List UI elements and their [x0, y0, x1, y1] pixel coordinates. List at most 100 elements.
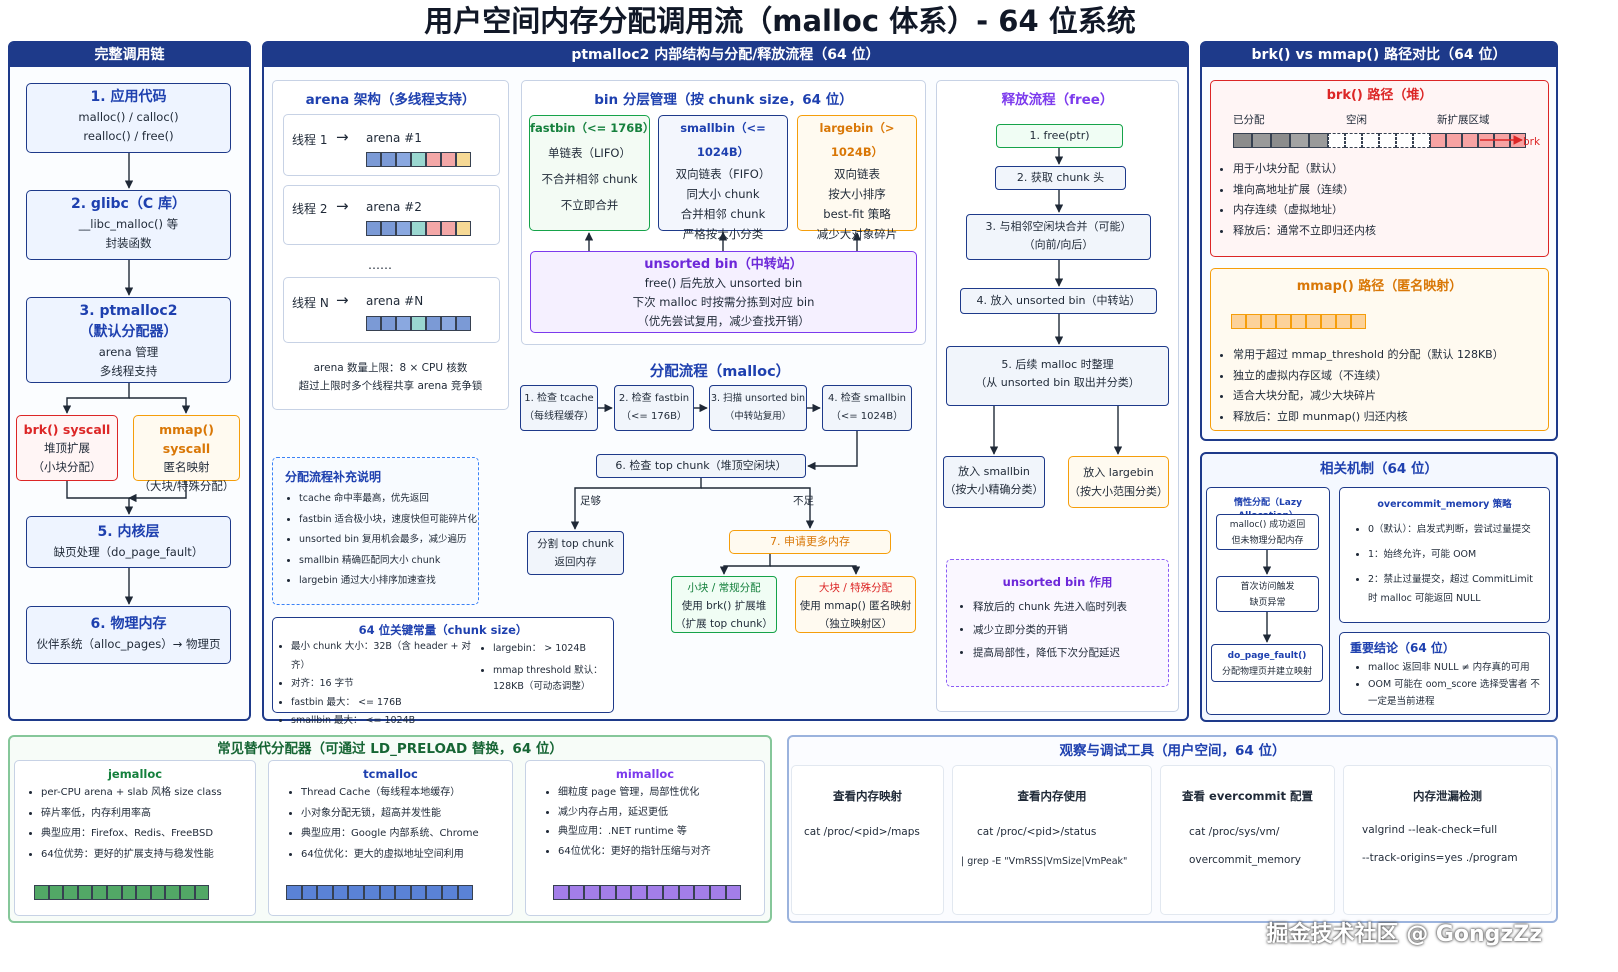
tool-status-title: 查看内存使用 [1017, 789, 1087, 803]
physical-memory-box: 6. 物理内存 伙伴系统（alloc_pages）→ 物理页 [26, 606, 231, 664]
list-item: smallbin 最大： <= 1024B [291, 712, 477, 731]
overcommit-box: overcommit_memory 策略 0（默认）：启发式判断，尝试过量提交 … [1339, 487, 1550, 623]
tool-maps: 查看内存映射 cat /proc/<pid>/maps [791, 765, 944, 915]
alloc-step-1: 1. 检查 tcache（每线程缓存） [520, 385, 598, 431]
free-step-5: 5. 后续 malloc 时整理（从 unsorted bin 取出并分类） [946, 346, 1169, 406]
list-item: 内存连续（虚拟地址） [1233, 200, 1539, 221]
arena-row-2: 线程 2 → arena #2 [283, 185, 500, 245]
thread-2-label: 线程 2 [292, 202, 328, 216]
unsorted-role-list: 释放后的 chunk 先进入临时列表 减少立即分类的开销 提高局部性，降低下次分… [959, 596, 1168, 665]
alloc-step-3-sub: （中转站复用） [724, 411, 792, 422]
free-step-3: 3. 与相邻空闲块合并（可能）（向前/向后） [966, 214, 1151, 260]
unsorted-role-box: unsorted bin 作用 释放后的 chunk 先进入临时列表 减少立即分… [946, 559, 1169, 687]
list-item: 典型应用：Google 内部系统、Chrome [301, 824, 512, 845]
mmap-region-bar [1231, 314, 1366, 329]
list-item: Thread Cache（每线程本地缓存） [301, 783, 512, 804]
list-item: 适合大块分配，减少大块碎片 [1233, 386, 1544, 407]
list-item: 用于小块分配（默认） [1233, 159, 1539, 180]
ptmalloc-title2: （默认分配器） [79, 324, 178, 340]
alloc-step-7: 7. 申请更多内存 [729, 530, 891, 554]
list-item: smallbin 精确匹配同大小 chunk [299, 551, 478, 572]
alt-allocators-header: 常见替代分配器（可通过 LD_PRELOAD 替换，64 位） [217, 741, 563, 757]
kernel-line1: 缺页处理（do_page_fault） [53, 545, 204, 559]
list-item: fastbin 适合极小块，速度快但可能碎片化 [299, 510, 478, 531]
overcommit-list: 0（默认）：启发式判断，尝试过量提交 1：始终允许，可能 OOM 2：禁止过量提… [1354, 520, 1543, 608]
big-alloc-line1: 使用 mmap() 匿名映射 [799, 600, 912, 612]
list-item: mmap threshold 默认： [493, 662, 609, 680]
app-code-line1: malloc() / calloc() [78, 110, 179, 124]
mmap-syscall-title: mmap() syscall [159, 422, 214, 456]
mechanisms-header: 相关机制（64 位） [1320, 461, 1438, 477]
largebin-line3: best-fit 策略 [823, 207, 891, 221]
largebin-box: largebin（> 1024B） 双向链表 按大小排序 best-fit 策略… [797, 115, 917, 241]
overcommit-title: overcommit_memory 策略 [1377, 499, 1512, 510]
list-item: 64位优化：更好的指针压缩与对齐 [558, 842, 764, 862]
conclusion-box: 重要结论（64 位） malloc 返回非 NULL ≠ 内存真的可用 OOM … [1339, 632, 1550, 715]
list-item: 堆向高地址扩展（连续） [1233, 180, 1539, 201]
list-item: 释放后：通常不立即归还内核 [1233, 221, 1539, 242]
kernel-box: 5. 内核层 缺页处理（do_page_fault） [26, 516, 231, 568]
arena-2-label: arena #2 [366, 200, 422, 214]
list-item: 典型应用：Firefox、Redis、FreeBSD [41, 824, 255, 845]
small-alloc-box: 小块 / 常规分配 使用 brk() 扩展堆 （扩展 top chunk） [671, 576, 777, 633]
tool-maps-title: 查看内存映射 [833, 789, 902, 803]
big-alloc-line2: （独立映射区） [818, 618, 893, 630]
tcmalloc-card: tcmalloc Thread Cache（每线程本地缓存） 小对象分配无锁，超… [268, 760, 513, 916]
unsorted-bin-title: unsorted bin（中转站） [644, 257, 803, 272]
brk-syscall-title: brk() syscall [23, 422, 111, 437]
allocated-label: 已分配 [1233, 114, 1265, 126]
smallbin-line4: 严格按大小分类 [682, 227, 764, 241]
list-item: largebin： > 1024B [493, 640, 609, 658]
ptmalloc-line1: arena 管理 [98, 345, 159, 359]
unsorted-bin-line2: 下次 malloc 时按需分拣到对应 bin [632, 295, 815, 309]
lazy-step-3-label: do_page_fault() [1227, 651, 1307, 661]
list-item: fastbin 最大： <= 176B [291, 694, 477, 713]
tool-leak-title: 内存泄漏检测 [1413, 789, 1482, 803]
glibc-box: 2. glibc（C 库） __libc_malloc() 等 封装函数 [26, 190, 231, 260]
glibc-title: 2. glibc（C 库） [70, 196, 187, 212]
lazy-step-1-label: malloc() 成功返回 [1229, 520, 1306, 530]
brk-vs-mmap-header: brk() vs mmap() 路径对比（64 位） [1202, 43, 1556, 67]
fastbin-line3: 不立即合并 [560, 198, 619, 212]
arrow-icon: → [336, 128, 349, 146]
arena-row-1: 线程 1 → arena #1 [283, 114, 500, 176]
free-flow-title: 释放流程（free） [1001, 92, 1114, 108]
arena-n-chunks [366, 316, 471, 331]
constants-title: 64 位关键常量（chunk size） [358, 623, 528, 637]
fastbin-title: fastbin（<= 176B） [530, 121, 655, 135]
physical-memory-line1: 伙伴系统（alloc_pages）→ 物理页 [36, 637, 221, 651]
free-step-2: 2. 获取 chunk 头 [995, 166, 1126, 190]
lazy-step-2: 首次访问触发缺页异常 [1216, 576, 1319, 612]
list-item: 1：始终允许，可能 OOM [1368, 545, 1543, 564]
brk-path-title: brk() 路径（堆） [1326, 88, 1433, 103]
list-item: largebin 通过大小排序加速查找 [299, 571, 478, 592]
list-item: 释放后：立即 munmap() 归还内核 [1233, 407, 1544, 428]
smallbin-title: smallbin（<= 1024B） [680, 121, 766, 159]
tool-leak-cmd2: --track-origins=yes ./program [1362, 852, 1518, 864]
smallbin-line2: 同大小 chunk [686, 187, 760, 201]
brk-path-list: 用于小块分配（默认） 堆向高地址扩展（连续） 内存连续（虚拟地址） 释放后：通常… [1219, 159, 1539, 241]
lazy-step-2-label: 首次访问触发 [1240, 582, 1295, 592]
alloc-flow-title: 分配流程（malloc） [649, 364, 791, 380]
free-step-5-sub: （从 unsorted bin 取出并分类） [975, 376, 1140, 389]
list-item: 最小 chunk 大小：32B（含 header + 对齐） [291, 638, 477, 675]
mmap-path-title: mmap() 路径（匿名映射） [1296, 279, 1463, 294]
fastbin-box: fastbin（<= 176B） 单链表（LIFO） 不合并相邻 chunk 不… [529, 115, 655, 231]
brk-syscall-box: brk() syscall 堆顶扩展 （小块分配） [16, 415, 118, 481]
alloc-step-2: 2. 检查 fastbin（<= 176B） [614, 385, 694, 431]
put-largebin-box: 放入 largebin （按大小范围分类） [1068, 456, 1169, 508]
small-alloc-title: 小块 / 常规分配 [687, 582, 761, 594]
big-alloc-box: 大块 / 特殊分配 使用 mmap() 匿名映射 （独立映射区） [795, 576, 916, 633]
arena-note-1: arena 数量上限：8 × CPU 核数 [313, 362, 468, 374]
unsorted-bin-box: unsorted bin（中转站） free() 后先放入 unsorted b… [530, 251, 917, 333]
mimalloc-card: mimalloc 细粒度 page 管理，局部性优化 减少内存占用，延迟更低 典… [525, 760, 765, 916]
list-item: 2：禁止过量提交，超过 CommitLimit 时 malloc 可能返回 NU… [1368, 570, 1543, 608]
arrow-icon: → [336, 291, 349, 309]
alloc-step-4-sub: （<= 1024B） [830, 411, 904, 422]
tcmalloc-name: tcmalloc [363, 767, 418, 781]
small-alloc-line2: （扩展 top chunk） [675, 618, 773, 630]
tool-overcommit: 查看 evercommit 配置 cat /proc/sys/vm/ overc… [1160, 765, 1335, 915]
alloc-step-1-label: 1. 检查 tcache [524, 393, 594, 404]
ptmalloc-title: 3. ptmalloc2 [79, 303, 178, 319]
